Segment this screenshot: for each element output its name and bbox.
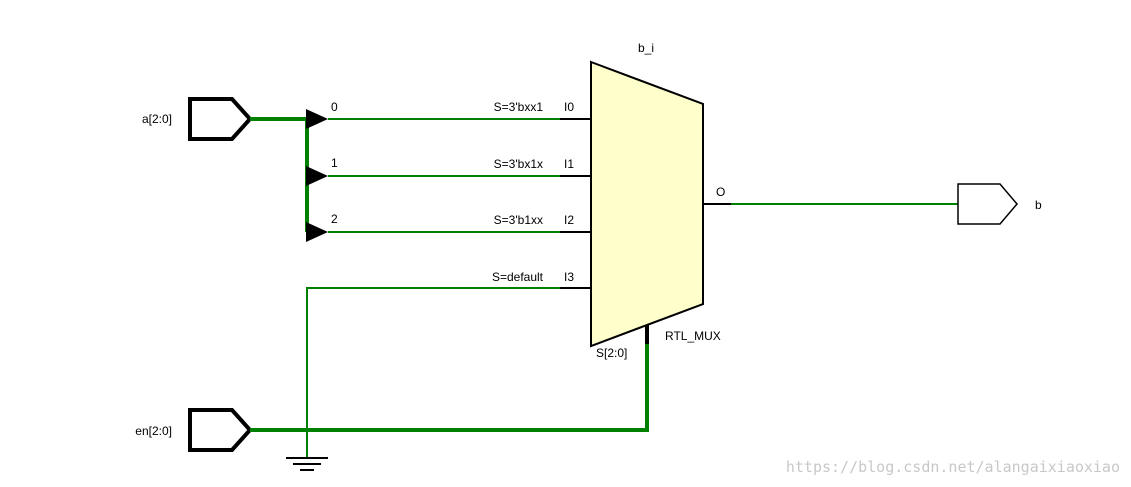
bit-label-1: 1: [331, 156, 338, 170]
select-bus[interactable]: [250, 322, 649, 432]
wire-default-ground[interactable]: [306, 287, 591, 458]
condition-label-0: S=3'bxx1: [494, 100, 544, 114]
bus-a[interactable]: [250, 117, 310, 232]
pin-label-i1: I1: [564, 157, 574, 171]
ground-icon: [286, 457, 328, 471]
bit-ripper-2-icon: [306, 222, 328, 242]
input-port-a[interactable]: a[2:0]: [142, 97, 253, 141]
bit-ripper-1-icon: [306, 166, 328, 186]
condition-label-2: S=3'b1xx: [494, 213, 543, 227]
input-port-a-label: a[2:0]: [142, 112, 172, 126]
mux-b-i[interactable]: [590, 60, 704, 348]
output-port-b[interactable]: b: [957, 183, 1042, 225]
pin-label-i0: I0: [564, 100, 574, 114]
mux-output-label: O: [716, 185, 725, 199]
output-port-b-label: b: [1035, 198, 1042, 212]
input-port-en-label: en[2:0]: [135, 424, 172, 438]
condition-label-1: S=3'bx1x: [494, 157, 543, 171]
pin-label-i3: I3: [564, 270, 574, 284]
bit-label-0: 0: [331, 100, 338, 114]
mux-type-label: RTL_MUX: [665, 329, 721, 343]
watermark-text: https://blog.csdn.net/alangaixiaoxiao: [786, 458, 1120, 476]
bit-label-2: 2: [331, 212, 338, 226]
mux-instance-label: b_i: [638, 41, 654, 55]
condition-label-3: S=default: [492, 270, 544, 284]
bit-ripper-0-icon: [306, 109, 328, 129]
mux-select-label: S[2:0]: [596, 346, 627, 360]
input-port-en[interactable]: en[2:0]: [135, 408, 253, 452]
pin-label-i2: I2: [564, 213, 574, 227]
